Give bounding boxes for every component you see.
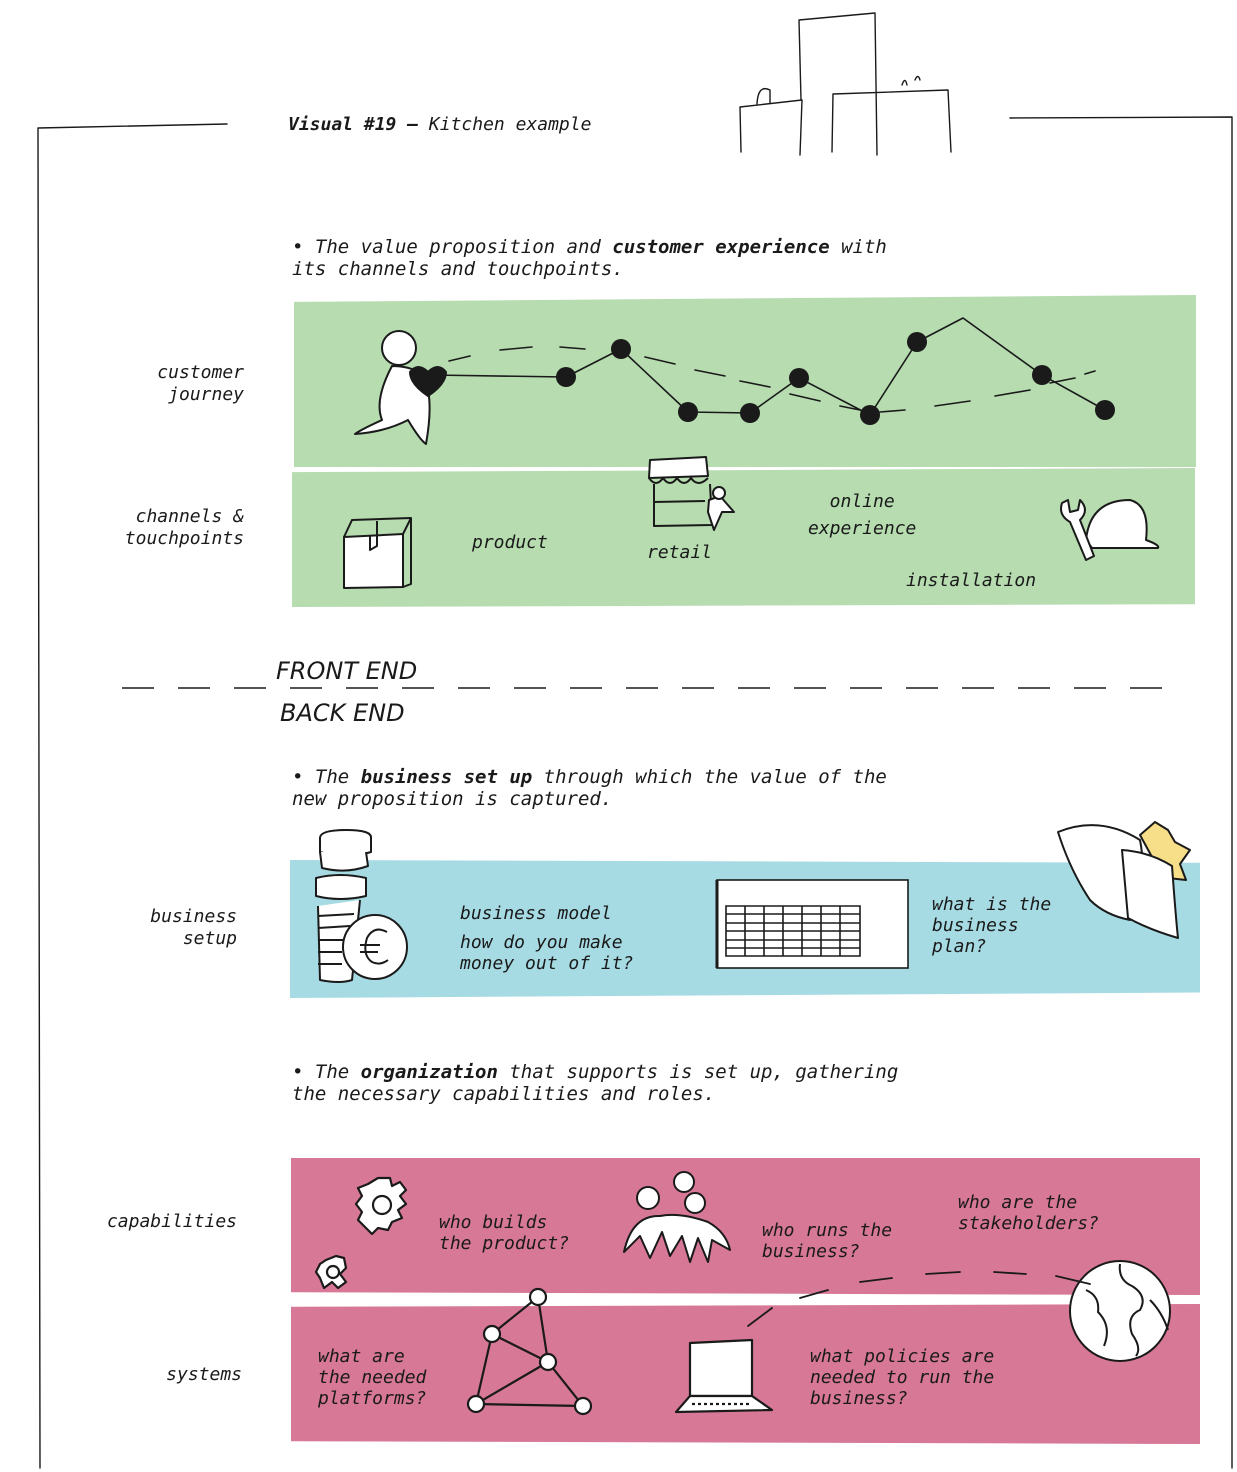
retail-stall-icon	[648, 456, 735, 531]
section3-bullet-pre: • The	[292, 1061, 361, 1083]
section2-bullet-post: through which the value of the	[532, 766, 887, 788]
front-end-label: FRONT END	[276, 657, 418, 685]
section2-bullet-bold: business set up	[360, 766, 533, 788]
customer-person-icon	[354, 330, 447, 445]
journey-line	[431, 317, 1106, 416]
business-plan-papers-icon	[1057, 821, 1191, 939]
people-group-icon	[623, 1171, 731, 1263]
section1-bullet-post: with	[829, 236, 887, 258]
page-frame	[37, 116, 1233, 1469]
needed-platforms: what are the needed platforms?	[318, 1346, 427, 1409]
section3-bullet-line2: the necessary capabilities and roles.	[292, 1083, 716, 1105]
product-box-icon	[343, 517, 412, 589]
stakeholders-dashed-arc	[747, 1271, 1091, 1327]
section1-bullet-bold: customer experience	[612, 236, 830, 258]
section1-bullet-pre: • The value proposition and	[292, 236, 613, 258]
gears-icon	[314, 1176, 408, 1290]
needed-policies: what policies are needed to run the busi…	[810, 1346, 995, 1409]
capabilities-band	[291, 1158, 1200, 1295]
coin-stack-icon	[315, 829, 408, 983]
section1-bullet: • The value proposition and customer exp…	[292, 236, 887, 280]
section3-bullet: • The organization that supports is set …	[292, 1061, 898, 1105]
channels-touchpoints-band	[292, 468, 1195, 607]
section2-bullet: • The business set up through which the …	[292, 766, 887, 810]
globe-icon	[1069, 1260, 1171, 1362]
page-title-bold: Visual #19 –	[288, 114, 419, 135]
page-title-rest: Kitchen example	[428, 114, 592, 135]
building-sketch-icon	[739, 12, 952, 156]
channel-retail: retail	[647, 542, 713, 563]
back-end-label: BACK END	[280, 699, 405, 727]
row-label-customer-journey: customer journey	[157, 362, 244, 405]
business-model-title: business model	[460, 903, 612, 924]
row-label-systems: systems	[166, 1364, 242, 1385]
business-model-question: how do you make money out of it?	[460, 932, 634, 974]
installation-tools-icon	[1060, 499, 1160, 561]
section2-bullet-pre: • The	[292, 766, 361, 788]
section2-bullet-line2: new proposition is captured.	[292, 788, 613, 810]
business-plan-question: what is the business plan?	[932, 894, 1052, 957]
laptop-icon	[674, 1338, 774, 1414]
journey-touchpoint-dots	[556, 332, 1115, 425]
row-label-business-setup: business setup	[150, 906, 237, 949]
channel-installation: installation	[906, 570, 1037, 591]
row-label-capabilities: capabilities	[106, 1211, 237, 1232]
who-builds-product: who builds the product?	[439, 1212, 570, 1254]
channel-product: product	[472, 532, 548, 553]
network-graph-icon	[466, 1287, 593, 1416]
section3-bullet-bold: organization	[360, 1061, 498, 1083]
who-runs-business: who runs the business?	[762, 1220, 893, 1262]
channel-online-experience: online experience	[808, 491, 917, 539]
row-label-channels: channels & touchpoints	[124, 506, 244, 549]
spreadsheet-icon	[715, 879, 909, 969]
section3-bullet-post: that supports is set up, gathering	[497, 1061, 899, 1083]
who-are-stakeholders: who are the stakeholders?	[958, 1192, 1099, 1234]
section1-bullet-line2: its channels and touchpoints.	[292, 258, 624, 280]
page-title: Visual #19 – Kitchen example	[288, 114, 591, 136]
